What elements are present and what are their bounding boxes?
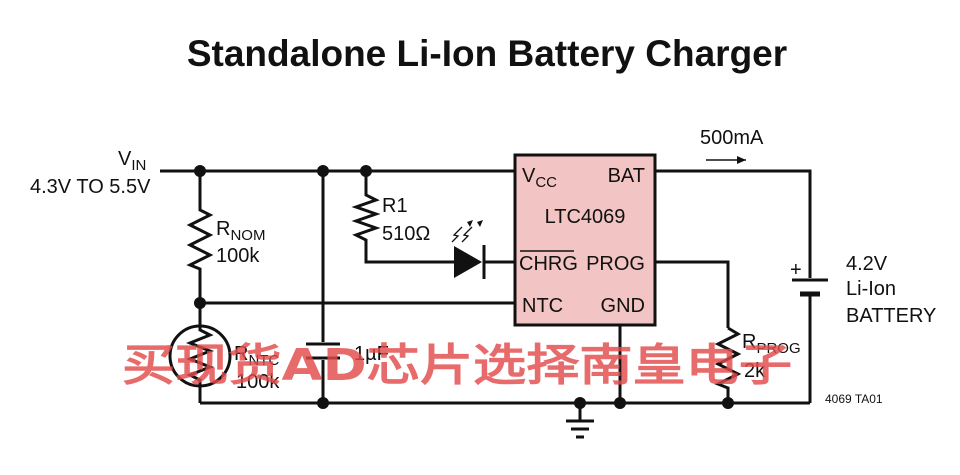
battery-label: BATTERY (846, 305, 936, 327)
chip-name: LTC4069 (545, 206, 626, 228)
prog-wire (655, 260, 730, 328)
rnom-label: RNOM (216, 218, 265, 244)
rntc-value: 100k (236, 371, 280, 393)
rprog-label: RPROG (742, 331, 801, 357)
led-light-ray-2 (461, 226, 473, 243)
diagram-title: Standalone Li-Ion Battery Charger (187, 33, 787, 74)
ltc4069-chip (513, 153, 657, 327)
battery-plus-sign: + (790, 259, 802, 281)
pin-chrg: CHRG (519, 253, 578, 275)
pin-gnd: GND (601, 295, 645, 317)
led-light-ray-1 (451, 226, 463, 243)
rprog-resistor (714, 326, 742, 403)
junction-dot (614, 397, 626, 409)
junction-dot (722, 397, 734, 409)
rprog-value: 2k (744, 360, 766, 382)
r1-value: 510Ω (382, 223, 430, 245)
pin-ntc: NTC (522, 295, 563, 317)
vin-range: 4.3V TO 5.5V (30, 176, 151, 198)
watermark-text: 买现货AD芯片选择南皇电子 (122, 340, 792, 391)
figure-id: 4069 TA01 (825, 392, 883, 406)
led-light-arrowhead-1 (467, 220, 473, 227)
bat-wire (655, 169, 812, 278)
junction-dot (574, 397, 586, 409)
battery-voltage: 4.2V (846, 253, 888, 275)
rntc-label: RNTC (234, 343, 279, 369)
pin-bat: BAT (608, 165, 645, 187)
junction-dot (360, 165, 372, 177)
led-light-arrowhead-2 (477, 220, 483, 227)
led-diode (454, 246, 482, 278)
pin-prog: PROG (586, 253, 645, 275)
junction-dot (317, 397, 329, 409)
r1-label: R1 (382, 195, 408, 217)
current-arrowhead (737, 156, 746, 164)
charge-current-label: 500mA (700, 127, 764, 149)
vin-label: VIN (118, 148, 146, 174)
junction-dot (317, 165, 329, 177)
capacitor-value: 1µF (354, 343, 389, 365)
battery-type: Li-Ion (846, 278, 896, 300)
junction-dot (194, 297, 206, 309)
r1-resistor (351, 171, 454, 264)
junction-dot (194, 165, 206, 177)
rnom-value: 100k (216, 245, 260, 267)
pin-vcc: VCC (522, 165, 557, 191)
rntc-thermistor (185, 303, 215, 403)
rnom-resistor (186, 171, 214, 303)
